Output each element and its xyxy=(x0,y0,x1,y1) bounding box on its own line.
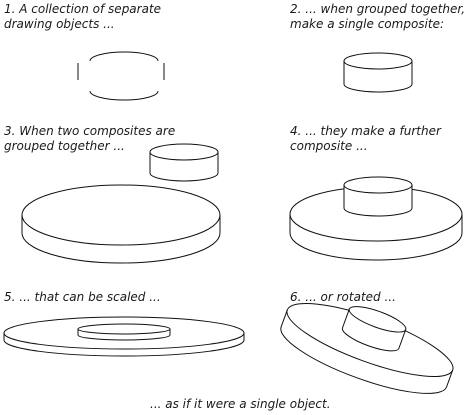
step-3-large-disc xyxy=(21,184,221,264)
step-5-scaled-composite xyxy=(3,316,245,357)
step-1-separate-objects xyxy=(77,51,165,101)
step-4-cylinder-top xyxy=(343,176,413,194)
step-1-caption: 1. A collection of separate drawing obje… xyxy=(4,2,161,32)
step-3-cylinder-top xyxy=(149,143,219,161)
step-5-line-1: 5. ... that can be scaled ... xyxy=(4,290,161,304)
step-4-caption: 4. ... they make a further composite ... xyxy=(290,124,441,154)
footer-text: ... as if it were a single object. xyxy=(150,397,331,411)
step-6-line-1: 6. ... or rotated ... xyxy=(290,290,396,304)
step-6-rotated-composite xyxy=(280,302,454,394)
step-6-cylinder-top xyxy=(348,306,407,333)
step-1-line-2: drawing objects ... xyxy=(4,17,115,31)
step-2-line-1: 2. ... when grouped together, xyxy=(290,2,465,16)
step-5-caption: 5. ... that can be scaled ... xyxy=(4,290,161,305)
step-4-line-2: composite ... xyxy=(290,139,368,153)
step-1-top-arc xyxy=(89,51,159,62)
step-2-caption: 2. ... when grouped together, make a sin… xyxy=(290,2,465,32)
step-3-disc-top xyxy=(21,184,221,246)
step-2-composite-cylinder xyxy=(343,52,413,93)
step-3-caption: 3. When two composites are grouped toget… xyxy=(4,124,175,154)
step-4-stacked-composite xyxy=(289,176,463,261)
step-4-cylinder-body xyxy=(343,184,413,217)
step-1-bottom-arc xyxy=(89,90,159,101)
step-5-cylinder-top xyxy=(77,323,171,335)
step-4-line-1: 4. ... they make a further xyxy=(290,124,441,138)
footer-caption: ... as if it were a single object. xyxy=(150,397,331,412)
step-2-line-2: make a single composite: xyxy=(290,17,445,31)
step-2-cylinder-top xyxy=(343,52,413,70)
step-3-line-1: 3. When two composites are xyxy=(4,124,176,138)
step-3-small-cylinder xyxy=(149,143,219,182)
step-3-line-2: grouped together ... xyxy=(4,139,125,153)
step-6-caption: 6. ... or rotated ... xyxy=(290,290,396,305)
step-2-cylinder-body xyxy=(343,60,413,93)
step-1-line-1: 1. A collection of separate xyxy=(4,2,162,16)
